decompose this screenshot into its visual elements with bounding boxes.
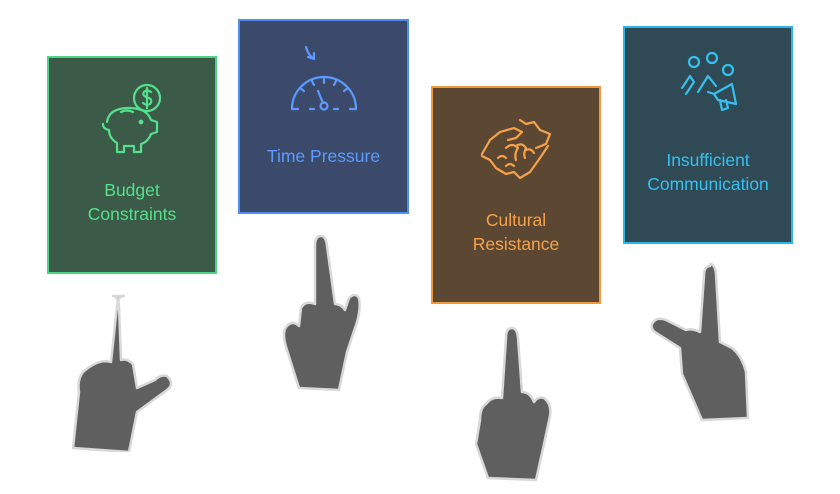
pointing-hand-icon [650,262,750,422]
pointing-hand-icon [282,234,361,392]
pointing-hand-icon [71,294,173,452]
card-title-line2: Constraints [87,204,177,224]
pointing-hand-icon [474,326,552,482]
card-title-line1: Budget [104,180,160,200]
card-title-line1: Cultural [485,210,547,230]
speedometer-gauge-icon [284,43,364,124]
card-insufficient-communication: Insufficient Communication [623,26,793,244]
people-megaphone-icon [668,48,748,129]
handshake-icon [476,112,556,193]
card-title-line1: Insufficient [666,150,750,170]
piggy-bank-dollar-icon [97,82,167,163]
card-cultural-resistance: Cultural Resistance [431,86,601,304]
card-title-line2: Communication [647,174,769,194]
card-budget-constraints: Budget Constraints [47,56,217,274]
card-title-line2: Resistance [472,234,560,254]
card-title-line1: Time Pressure [266,146,381,166]
card-time-pressure: Time Pressure [238,19,409,214]
